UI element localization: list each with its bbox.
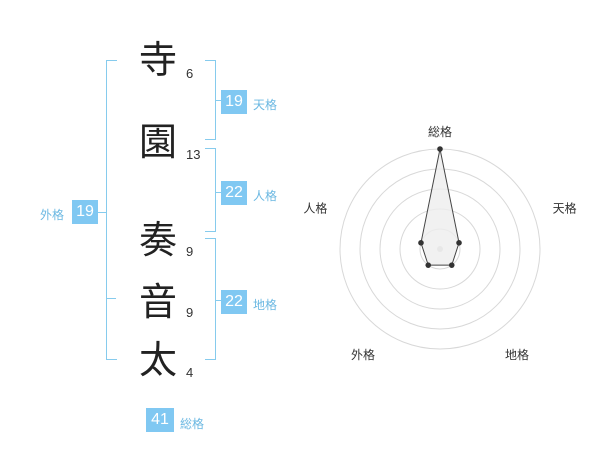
tenkaku-label: 天格 bbox=[253, 98, 278, 112]
tenkaku-bracket-stub bbox=[216, 100, 222, 101]
name-char-2: 園 bbox=[138, 120, 177, 164]
radar-point-3 bbox=[448, 262, 455, 268]
gaikaku-value: 19 bbox=[72, 200, 98, 224]
jinkaku-bracket bbox=[205, 148, 216, 232]
name-char-3: 奏 bbox=[138, 218, 177, 262]
tenkaku-value: 19 bbox=[221, 90, 247, 114]
radar-axis-label-4: 外格 bbox=[351, 347, 375, 362]
radar-polygon bbox=[420, 148, 460, 266]
radar-axis-label-1: 総格 bbox=[428, 124, 452, 139]
jinkaku-value: 22 bbox=[221, 181, 247, 205]
stroke-count-5: 4 bbox=[186, 365, 194, 380]
radar-point-2 bbox=[456, 240, 462, 246]
name-char-1: 寺 bbox=[138, 38, 177, 82]
soukaku-label: 総格 bbox=[180, 417, 205, 431]
soukaku-value: 41 bbox=[146, 408, 174, 432]
radar-points bbox=[418, 146, 462, 268]
chikaku-value: 22 bbox=[221, 290, 247, 314]
stroke-count-4: 9 bbox=[186, 305, 194, 320]
stroke-count-1: 6 bbox=[186, 66, 194, 81]
name-char-5: 太 bbox=[138, 338, 177, 382]
radar-axis-label-5: 人格 bbox=[303, 201, 327, 216]
tenkaku-bracket bbox=[205, 60, 216, 140]
radar-point-1 bbox=[437, 146, 443, 152]
chikaku-bracket-stub bbox=[216, 300, 222, 301]
jinkaku-bracket-stub bbox=[216, 192, 222, 193]
stroke-count-3: 9 bbox=[186, 244, 194, 259]
name-char-4: 音 bbox=[138, 280, 177, 324]
radar-axis-label-2: 天格 bbox=[553, 201, 577, 216]
gaikaku-label: 外格 bbox=[40, 208, 65, 222]
gaikaku-bracket bbox=[106, 60, 117, 360]
radar-shape bbox=[420, 148, 460, 266]
radar-axis-label-3: 地格 bbox=[505, 347, 529, 362]
gaikaku-bracket-stub bbox=[98, 212, 106, 213]
stroke-count-2: 13 bbox=[186, 147, 201, 162]
radar-point-4 bbox=[425, 262, 432, 268]
chikaku-bracket bbox=[205, 238, 216, 360]
jinkaku-label: 人格 bbox=[253, 189, 278, 203]
chikaku-label: 地格 bbox=[253, 298, 278, 312]
radar-point-5 bbox=[418, 240, 424, 246]
gaikaku-bracket-divider bbox=[106, 298, 116, 299]
